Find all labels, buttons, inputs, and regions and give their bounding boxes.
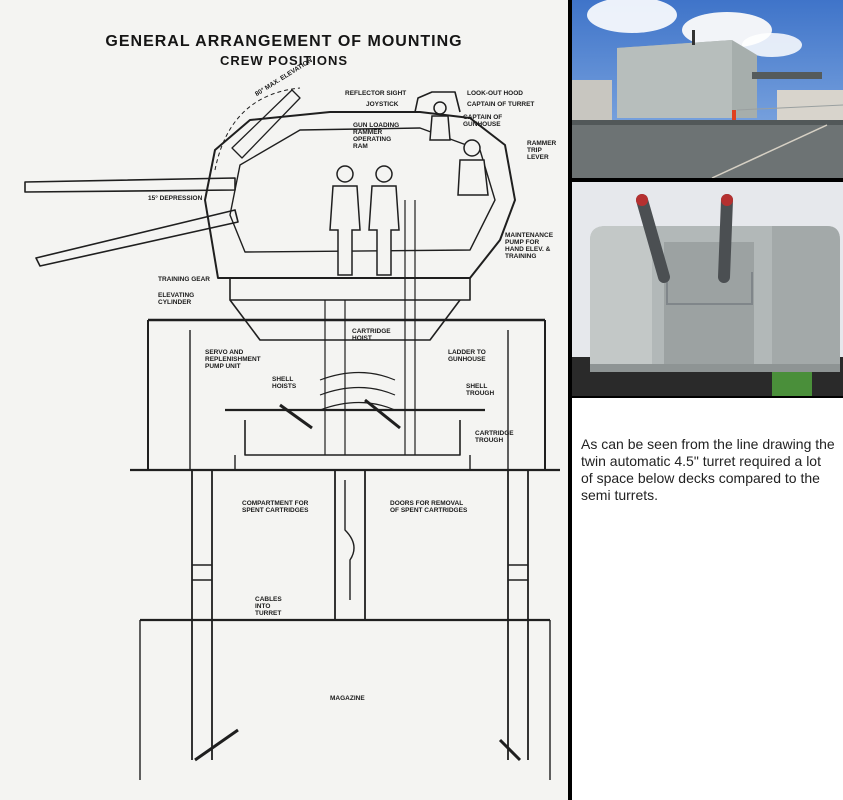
gun-barrel-lower (35, 209, 239, 267)
label-cables-turret: CABLES INTO TURRET (255, 596, 282, 617)
gunhouse-outline (204, 111, 516, 279)
label-maintenance-pump: MAINTENANCE PUMP FOR HAND ELEV. & TRAINI… (505, 232, 554, 260)
label-magazine: MAGAZINE (330, 695, 365, 702)
turret-front-photo (572, 182, 843, 396)
label-depression: 15° DEPRESSION (148, 195, 203, 202)
caption-text: As can be seen from the line drawing the… (581, 436, 835, 503)
label-rammer-trip-lever: RAMMER TRIP LEVER (527, 140, 557, 161)
label-captain-of-turret: CAPTAIN OF TURRET (467, 101, 535, 108)
crew-figure-4 (429, 101, 451, 141)
label-compartment-spent: COMPARTMENT FOR SPENT CARTRIDGES (242, 500, 309, 514)
crew-figure-1 (329, 165, 361, 276)
right-column (507, 470, 529, 760)
turret-line-drawing (24, 87, 560, 780)
training-ring (229, 277, 471, 301)
turret-side-photo (572, 0, 843, 178)
label-captain-of-gunhouse: CAPTAIN OF GUNHOUSE (463, 114, 503, 128)
label-servo-pump: SERVO AND REPLENISHMENT PUMP UNIT (205, 349, 261, 370)
gunhouse-inner (229, 127, 496, 253)
line-drawing-panel: GENERAL ARRANGEMENT OF MOUNTING CREW POS… (0, 0, 568, 800)
label-reflector-sight: REFLECTOR SIGHT (345, 90, 407, 97)
label-joystick: JOYSTICK (366, 101, 399, 108)
label-elevating-cylinder: ELEVATING CYLINDER (158, 292, 195, 306)
label-cartridge-hoist: CARTRIDGE HOIST (352, 328, 391, 342)
crew-figure-2 (368, 165, 400, 276)
gun-barrel-upper (24, 177, 236, 193)
label-shell-trough: SHELL TROUGH (466, 383, 495, 397)
label-lookout-hood: LOOK-OUT HOOD (467, 90, 523, 97)
label-cartridge-trough: CARTRIDGE TROUGH (475, 430, 514, 444)
gun-barrel-elevated (231, 89, 301, 159)
drawing-title: GENERAL ARRANGEMENT OF MOUNTING (105, 33, 463, 50)
label-ladder: LADDER TO GUNHOUSE (448, 349, 486, 363)
drawing-subtitle: CREW POSITIONS (219, 53, 349, 68)
label-training-gear: TRAINING GEAR (158, 276, 210, 283)
lookout-hood (414, 91, 461, 113)
central-trunk (334, 470, 366, 620)
label-doors-removal: DOORS FOR REMOVAL OF SPENT CARTRIDGES (390, 500, 468, 514)
left-column (191, 470, 213, 760)
caption-panel: As can be seen from the line drawing the… (572, 398, 843, 800)
label-shell-hoists: SHELL HOISTS (272, 376, 297, 390)
crew-figure-3 (457, 139, 489, 196)
label-gun-loading-rammer: GUN LOADING RAMMER OPERATING RAM (353, 122, 400, 150)
